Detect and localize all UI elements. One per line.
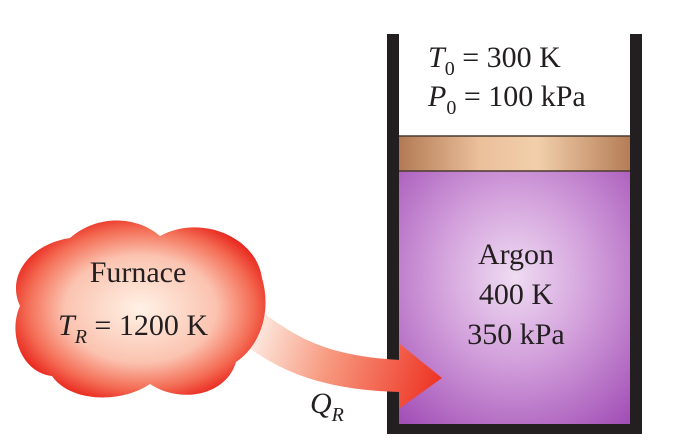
- argon-gas-region: [399, 171, 630, 424]
- heat-label: QR: [310, 387, 344, 426]
- cylinder: [387, 34, 642, 434]
- cylinder-bottom: [387, 424, 642, 434]
- piston: [399, 136, 630, 171]
- gas-pressure-label: 350 kPa: [467, 318, 565, 351]
- cylinder-left-wall: [387, 34, 399, 434]
- furnace-cloud: [15, 220, 266, 398]
- furnace-name-label: Furnace: [90, 256, 187, 289]
- ambient-pressure-label: P0 = 100 kPa: [427, 80, 586, 119]
- gas-name-label: Argon: [478, 238, 554, 271]
- heat-transfer-arrow: [246, 312, 442, 408]
- furnace-temperature-label: TR = 1200 K: [58, 309, 208, 348]
- cylinder-right-wall: [630, 34, 642, 434]
- ambient-temperature-label: T0 = 300 K: [428, 41, 561, 80]
- gas-temperature-label: 400 K: [479, 278, 554, 311]
